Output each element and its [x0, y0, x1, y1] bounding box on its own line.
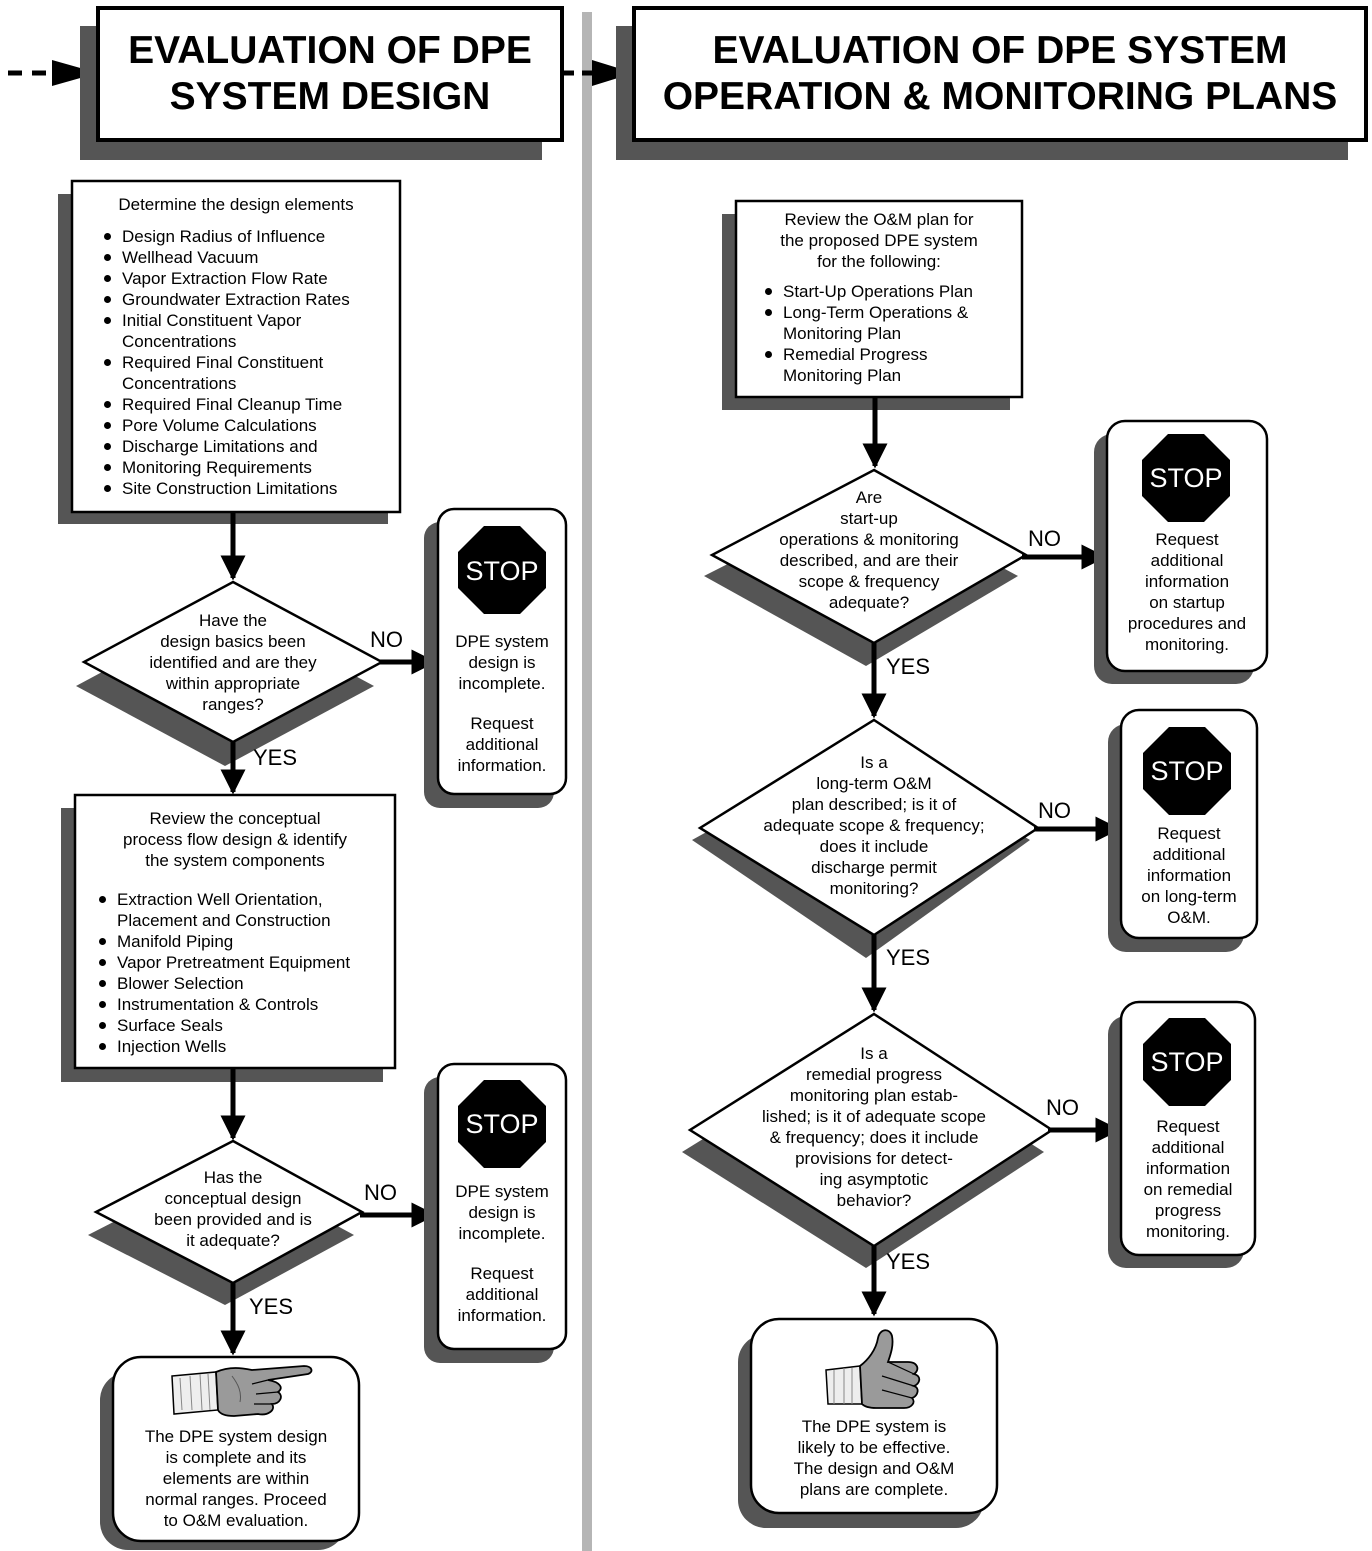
list-item: Manifold Piping [95, 931, 395, 952]
right-d3-no-label: NO [1046, 1095, 1079, 1120]
header-left-line2: SYSTEM DESIGN [169, 75, 491, 118]
stop-sign-icon [1142, 434, 1230, 522]
list-item: Blower Selection [95, 973, 395, 994]
header-right-title: EVALUATION OF DPE SYSTEM OPERATION & MON… [634, 8, 1366, 140]
right-stop3-text: Request additional information on remedi… [1143, 1117, 1233, 1241]
left-d1-no-label: NO [370, 627, 403, 652]
header-left-title: EVALUATION OF DPE SYSTEM DESIGN [98, 8, 562, 140]
list-item: Site Construction Limitations [100, 478, 400, 499]
right-d2-no-label: NO [1038, 798, 1071, 823]
list-item: Long-Term Operations &Monitoring Plan [761, 302, 1022, 344]
right-d1-no-label: NO [1028, 526, 1061, 551]
left-box2-list: Extraction Well Orientation,Placement an… [95, 889, 395, 1057]
list-item: Extraction Well Orientation,Placement an… [95, 889, 395, 931]
list-item: Instrumentation & Controls [95, 994, 395, 1015]
left-decision2-text: Has the conceptual design been provided … [154, 1168, 312, 1250]
left-stop2-text: DPE system design is incomplete. Request… [455, 1182, 549, 1325]
stop-sign-icon [1143, 1018, 1231, 1106]
stop-sign-icon [458, 526, 546, 614]
left-box1-list: Design Radius of Influence Wellhead Vacu… [100, 226, 400, 499]
list-item: Required Final Cleanup Time [100, 394, 400, 415]
list-item: Surface Seals [95, 1015, 395, 1036]
left-d1-yes-label: YES [253, 745, 298, 770]
entry-arrow-left [8, 60, 98, 86]
right-d3-yes-label: YES [886, 1249, 931, 1274]
list-item: Vapor Pretreatment Equipment [95, 952, 395, 973]
header-box-left-shape [80, 6, 564, 160]
header-right-line1: EVALUATION OF DPE SYSTEM [712, 29, 1288, 72]
right-stop1-text: Request additional information on startu… [1127, 530, 1247, 654]
left-d2-yes-label: YES [249, 1294, 294, 1319]
list-item: Monitoring Requirements [100, 457, 400, 478]
right-d2-yes-label: YES [886, 945, 931, 970]
list-item: Vapor Extraction Flow Rate [100, 268, 400, 289]
list-item: Groundwater Extraction Rates [100, 289, 400, 310]
list-item: Wellhead Vacuum [100, 247, 400, 268]
right-decision2-text: Is a long-term O&M plan described; is it… [763, 753, 985, 898]
right-stop2-text: Request additional information on long-t… [1141, 824, 1237, 927]
right-box1: Review the O&M plan for the proposed DPE… [736, 209, 1022, 386]
list-item: Injection Wells [95, 1036, 395, 1057]
header-box-right-shape [616, 6, 1368, 160]
header-right-line2: OPERATION & MONITORING PLANS [662, 75, 1338, 118]
thumbs-up-icon [825, 1329, 921, 1409]
left-stop1-text: DPE system design is incomplete. Request… [455, 632, 549, 775]
left-stop1-sign-text: STOP [465, 556, 539, 586]
right-stop1-sign-text: STOP [1149, 463, 1223, 493]
list-item: Start-Up Operations Plan [761, 281, 1022, 302]
column-divider [582, 12, 592, 1551]
left-d2-no-label: NO [364, 1180, 397, 1205]
list-item: Design Radius of Influence [100, 226, 400, 247]
right-stop3-sign-text: STOP [1150, 1047, 1224, 1077]
right-box1-list: Start-Up Operations Plan Long-Term Opera… [761, 281, 1022, 386]
stop-sign-icon [1143, 727, 1231, 815]
list-item: Discharge Limitations and [100, 436, 400, 457]
right-decision3-text: Is a remedial progress monitoring plan e… [762, 1044, 986, 1210]
left-stop2-sign-text: STOP [465, 1109, 539, 1139]
stop-sign-icon [458, 1080, 546, 1168]
left-decision1-text: Have the design basics been identified a… [149, 611, 317, 714]
right-d1-yes-label: YES [886, 654, 931, 679]
left-box2: Review the conceptual process flow desig… [75, 808, 395, 1057]
left-box2-heading: Review the conceptual process flow desig… [123, 809, 347, 870]
left-box1-heading: Determine the design elements [118, 195, 354, 214]
left-decision1-shape [76, 580, 385, 766]
list-item: Pore Volume Calculations [100, 415, 400, 436]
right-end-box-shape [738, 1317, 999, 1528]
left-box2-shape [61, 793, 397, 1082]
left-end-text: The DPE system design is complete and it… [144, 1427, 328, 1530]
header-left-line1: EVALUATION OF DPE [128, 29, 532, 72]
right-decision1-text: Are start-up operations & monitoring des… [779, 488, 959, 612]
right-stop2-sign-text: STOP [1150, 756, 1224, 786]
left-box1: Determine the design elements Design Rad… [72, 194, 400, 499]
entry-arrow-right [562, 60, 634, 86]
right-box1-heading: Review the O&M plan for the proposed DPE… [780, 210, 978, 271]
left-box1-shape [58, 179, 402, 524]
pointing-hand-icon [171, 1365, 313, 1417]
right-end-text: The DPE system is likely to be effective… [793, 1417, 955, 1499]
